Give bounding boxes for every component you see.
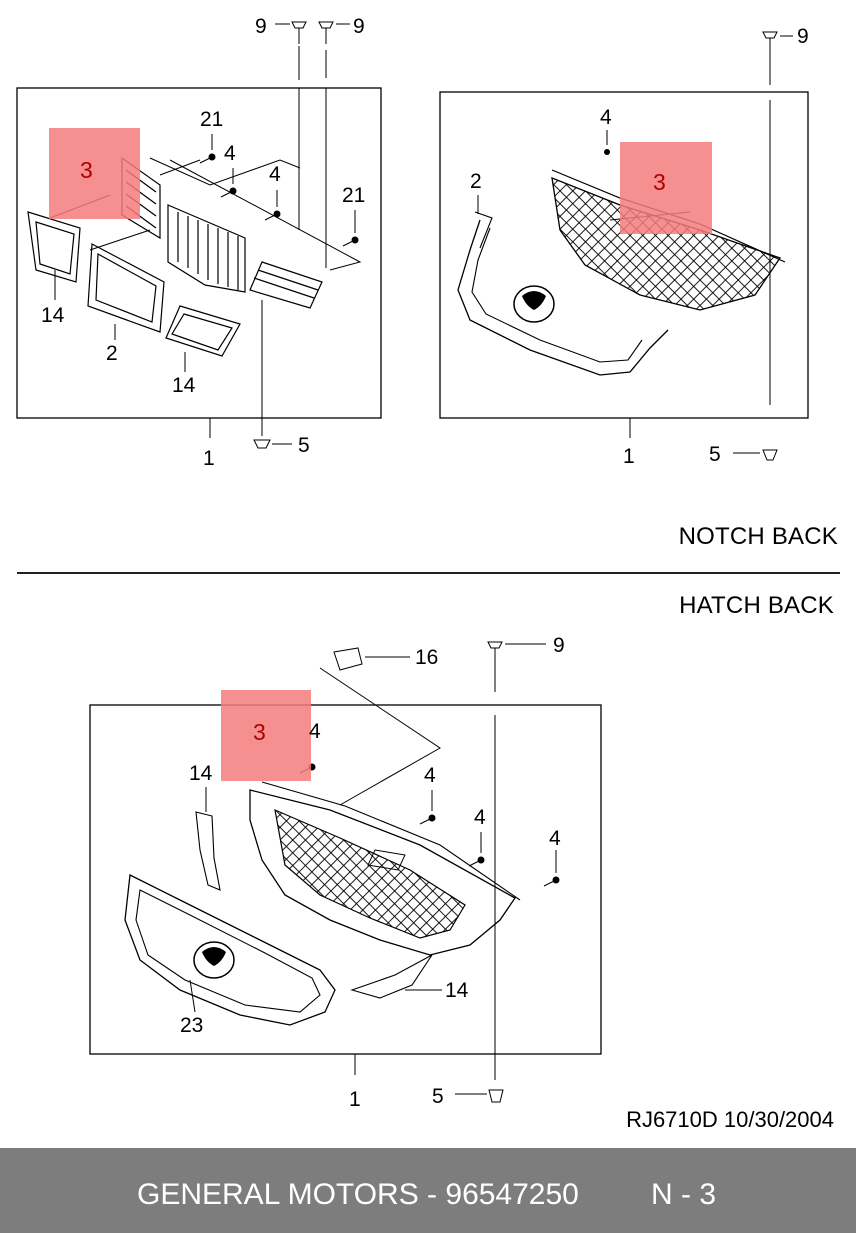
callout-3: 3	[80, 157, 93, 183]
callout-9: 9	[797, 25, 809, 48]
footer-part-number: GENERAL MOTORS - 96547250	[137, 1178, 579, 1211]
callout-16: 16	[415, 646, 438, 669]
footer-page-ref: N - 3	[651, 1178, 717, 1211]
callout-21: 21	[200, 108, 223, 131]
trim-frame-14-left	[27, 211, 81, 283]
bolt-4-icon	[199, 153, 359, 247]
section-label-notch-back: NOTCH BACK	[678, 523, 838, 550]
notch-back-grille-assembly-a	[16, 21, 382, 449]
bracket-16-icon	[333, 647, 363, 671]
callout-2: 2	[470, 170, 482, 193]
mesh-grille	[274, 809, 466, 939]
callout-4: 4	[309, 720, 321, 743]
callout-14: 14	[445, 979, 469, 1002]
trim-frame-14-right	[165, 305, 241, 357]
assembly-frame-bottom	[89, 704, 602, 1055]
notch-back-grille-assembly-b	[439, 31, 809, 461]
callout-14: 14	[41, 304, 65, 327]
callout-9: 9	[353, 15, 365, 38]
callout-5: 5	[298, 434, 310, 457]
section-label-hatch-back: HATCH BACK	[679, 592, 834, 619]
callout-9: 9	[255, 15, 267, 38]
grille-carrier	[249, 789, 516, 956]
callout-3: 3	[653, 169, 666, 195]
trim-frame-2	[87, 243, 165, 333]
highlight-part-3	[620, 142, 712, 234]
footer-bar: GENERAL MOTORS - 96547250 N - 3	[0, 1148, 856, 1233]
callout-4: 4	[600, 106, 612, 129]
screw-9-icon	[291, 21, 334, 44]
grille-center-vertical	[167, 204, 246, 293]
trim-strip-14	[195, 811, 221, 891]
grille-insert-right	[249, 261, 323, 309]
callout-9: 9	[553, 634, 565, 657]
clip-5-icon	[253, 439, 271, 449]
grille-surround-23	[124, 874, 336, 1026]
callout-4: 4	[224, 142, 236, 165]
callout-4: 4	[549, 827, 561, 850]
callout-5: 5	[432, 1085, 444, 1108]
highlight-part-3	[221, 690, 311, 781]
callout-3: 3	[253, 719, 266, 745]
clip-5-icon	[488, 1089, 504, 1103]
callout-21: 21	[342, 184, 365, 207]
clip-5-icon	[762, 449, 778, 461]
callout-14: 14	[172, 374, 196, 397]
callout-1: 1	[203, 447, 215, 470]
callout-1: 1	[623, 445, 635, 468]
highlight-part-3	[49, 128, 140, 219]
callout-14: 14	[189, 762, 213, 785]
screw-9-icon	[762, 31, 778, 39]
callout-4: 4	[474, 806, 486, 829]
hatch-back-grille-assembly	[89, 641, 602, 1103]
trim-strip-14-lower	[350, 954, 433, 999]
callout-5: 5	[709, 443, 721, 466]
assembly-frame-left	[16, 87, 382, 419]
callout-4: 4	[424, 764, 436, 787]
callout-2: 2	[106, 342, 118, 365]
drawing-reference: RJ6710D 10/30/2004	[626, 1107, 834, 1132]
callout-4: 4	[269, 163, 281, 186]
assembly-frame-right	[439, 91, 809, 419]
screw-9-icon	[487, 641, 503, 649]
callout-1: 1	[349, 1088, 361, 1111]
callout-23: 23	[180, 1014, 203, 1037]
grille-surround	[457, 219, 669, 376]
